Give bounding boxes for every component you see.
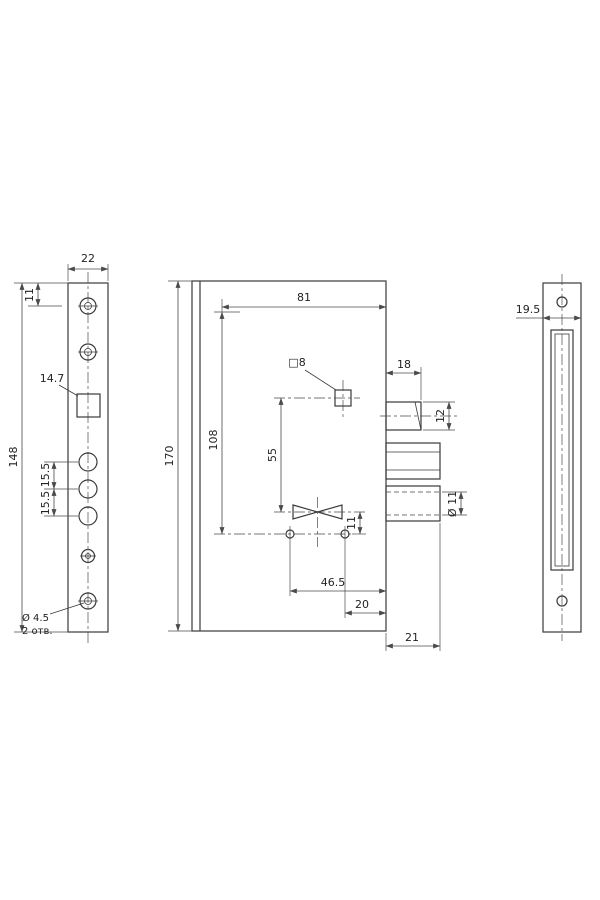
dim-body-width: 81 <box>221 291 387 312</box>
dim-label: 11 <box>23 288 36 302</box>
dim-keyhole-offset: 11 <box>345 511 366 535</box>
dim-faceplate-width: 22 <box>67 252 109 281</box>
label-spindle-square: □8 <box>288 356 337 391</box>
dim-bolt-dia: Ø 11 <box>442 491 467 517</box>
strike-slot-outer <box>550 329 574 571</box>
note-label: Ø 4.5 <box>22 612 49 624</box>
dim-label: 19.5 <box>516 303 541 316</box>
bolt-hole <box>78 452 98 472</box>
dim-label: 21 <box>405 631 419 644</box>
dim-label: Ø 11 <box>446 491 459 517</box>
dead-bolt <box>385 485 441 522</box>
note-label: 2 отв. <box>22 626 53 637</box>
leader-line <box>58 384 79 397</box>
leader-line <box>304 369 337 391</box>
dim-label: 148 <box>7 447 20 468</box>
dim-screw-to-edge: 20 <box>344 598 387 616</box>
latch-bevel <box>414 401 422 431</box>
auxiliary-bolt <box>385 442 441 480</box>
dim-label: 15.5 <box>39 463 52 488</box>
body-outline <box>191 280 387 632</box>
dim-faceplate-height: 148 <box>7 282 68 633</box>
note-mount-holes: Ø 4.5 2 отв. <box>22 602 85 637</box>
faceplate-view: 22 11 148 15.5 15.5 14.7 <box>7 252 109 643</box>
bolt-hole <box>78 506 98 526</box>
dim-label: 18 <box>397 358 411 371</box>
dim-body-height: 170 <box>163 280 192 632</box>
strike-plate-outline <box>542 282 582 633</box>
faceplate-outline <box>67 282 109 633</box>
dim-hole-pitch: 15.5 15.5 <box>39 461 78 517</box>
dim-square-cutout: 14.7 <box>40 372 79 397</box>
dim-label: 14.7 <box>40 372 65 385</box>
leader-line <box>49 602 85 615</box>
dim-strike-width: 19.5 <box>516 303 582 321</box>
dim-label: 15.5 <box>39 491 52 516</box>
dim-label: 81 <box>297 291 311 304</box>
dim-label: 20 <box>355 598 369 611</box>
bolt-hole <box>78 479 98 499</box>
dim-inner-span: 108 <box>207 311 240 535</box>
dim-label: □8 <box>288 356 305 369</box>
dim-latch-height: 12 <box>423 401 455 431</box>
dim-latch-depth: 18 <box>385 358 422 400</box>
dim-label: 22 <box>81 252 95 265</box>
screw-hole <box>556 595 568 607</box>
screw-hole <box>556 296 568 308</box>
strike-slot-inner <box>554 333 570 567</box>
dim-bolt-throw: 21 <box>385 523 441 651</box>
dim-keyhole-backset: 46.5 <box>289 576 387 594</box>
strike-plate-view: 19.5 <box>516 274 582 641</box>
dim-label: 170 <box>163 446 176 467</box>
dim-spindle-to-keyhole: 55 <box>266 397 284 513</box>
dim-label: 108 <box>207 430 220 451</box>
dim-label: 11 <box>345 516 358 530</box>
dim-label: 12 <box>434 409 447 423</box>
dim-faceplate-top-offset: 11 <box>23 282 62 307</box>
keyhole-profile <box>292 504 343 520</box>
dim-label: 55 <box>266 448 279 462</box>
faceplate-square-cutout <box>76 393 101 418</box>
body-view: 170 81 108 □8 55 <box>163 280 467 651</box>
dim-label: 46.5 <box>321 576 346 589</box>
